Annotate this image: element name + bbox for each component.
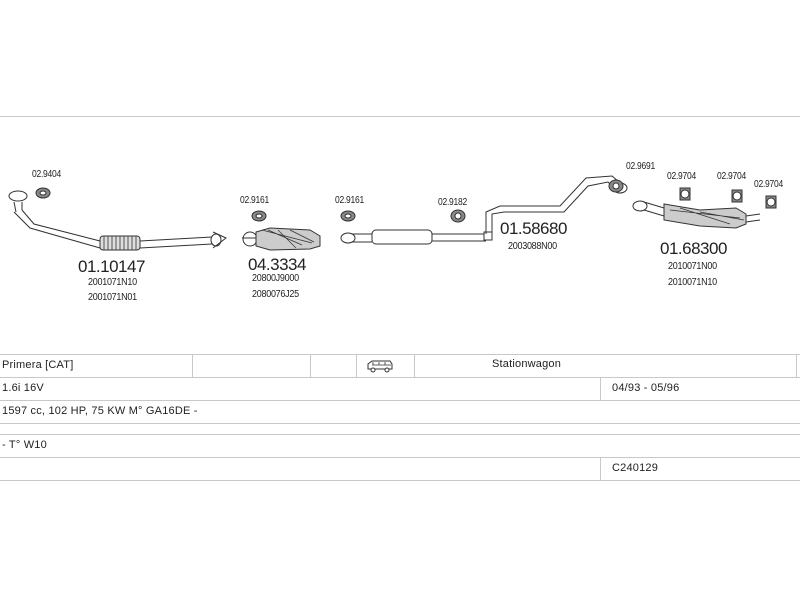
catalytic-converter [242,210,321,251]
front-pipe [8,190,227,251]
oem-number: 2001071N10 [88,277,137,288]
rear-silencer [608,179,777,229]
part-number[interactable]: 01.68300 [660,239,727,258]
column-divider [414,355,415,377]
column-divider [192,355,193,377]
oem-number: 2080076J25 [252,289,299,300]
top-divider [0,116,800,117]
part-small-label: 02.9691 [626,161,655,172]
column-divider [600,458,601,480]
vehicle-info-table: Primera [CAT] Stationwagon 1.6i 16V 04/9… [0,354,800,481]
table-spacer [0,424,800,435]
engine-name: 1.6i 16V [2,382,44,394]
body-type: Stationwagon [492,358,562,370]
part-small-label: 02.9704 [717,171,746,182]
table-row: 1597 cc, 102 HP, 75 KW M° GA16DE - [0,401,800,424]
engine-spec: 1597 cc, 102 HP, 75 KW M° GA16DE - [2,405,198,417]
production-years: 04/93 - 05/96 [612,382,680,394]
hanger-rings [680,189,776,207]
oem-number: 2010071N00 [668,261,717,272]
catalog-code: C240129 [612,462,659,474]
part-number[interactable]: 01.10147 [78,257,145,276]
part-small-label: 02.9161 [240,195,269,206]
part-small-label: 02.9404 [32,169,61,180]
column-divider [356,355,357,377]
part-small-label: 02.9161 [335,195,364,206]
model-name: Primera [CAT] [2,359,74,371]
oem-number: 20800J9000 [252,273,299,284]
part-number[interactable]: 01.58680 [500,219,567,238]
gasket-1 [35,187,51,199]
column-divider [796,355,797,377]
station-wagon-icon [366,359,394,376]
part-small-label: 02.9182 [438,197,467,208]
exhaust-diagram: 02.9404 01.10147 2001071N10 2001071N01 0… [0,150,800,325]
table-row: Primera [CAT] Stationwagon [0,354,800,378]
vehicle-type: - T° W10 [2,439,47,451]
exhaust-drawing [8,175,777,251]
part-small-label: 02.9704 [667,171,696,182]
table-row: - T° W10 [0,435,800,458]
table-row: 1.6i 16V 04/93 - 05/96 [0,378,800,401]
column-divider [600,378,601,400]
middle-pipe [340,209,493,245]
table-row: C240129 [0,458,800,481]
part-small-label: 02.9704 [754,179,783,190]
oem-number: 2003088N00 [508,241,557,252]
column-divider [310,355,311,377]
oem-number: 2001071N01 [88,292,137,303]
oem-number: 2010071N10 [668,277,717,288]
part-number[interactable]: 04.3334 [248,255,306,274]
